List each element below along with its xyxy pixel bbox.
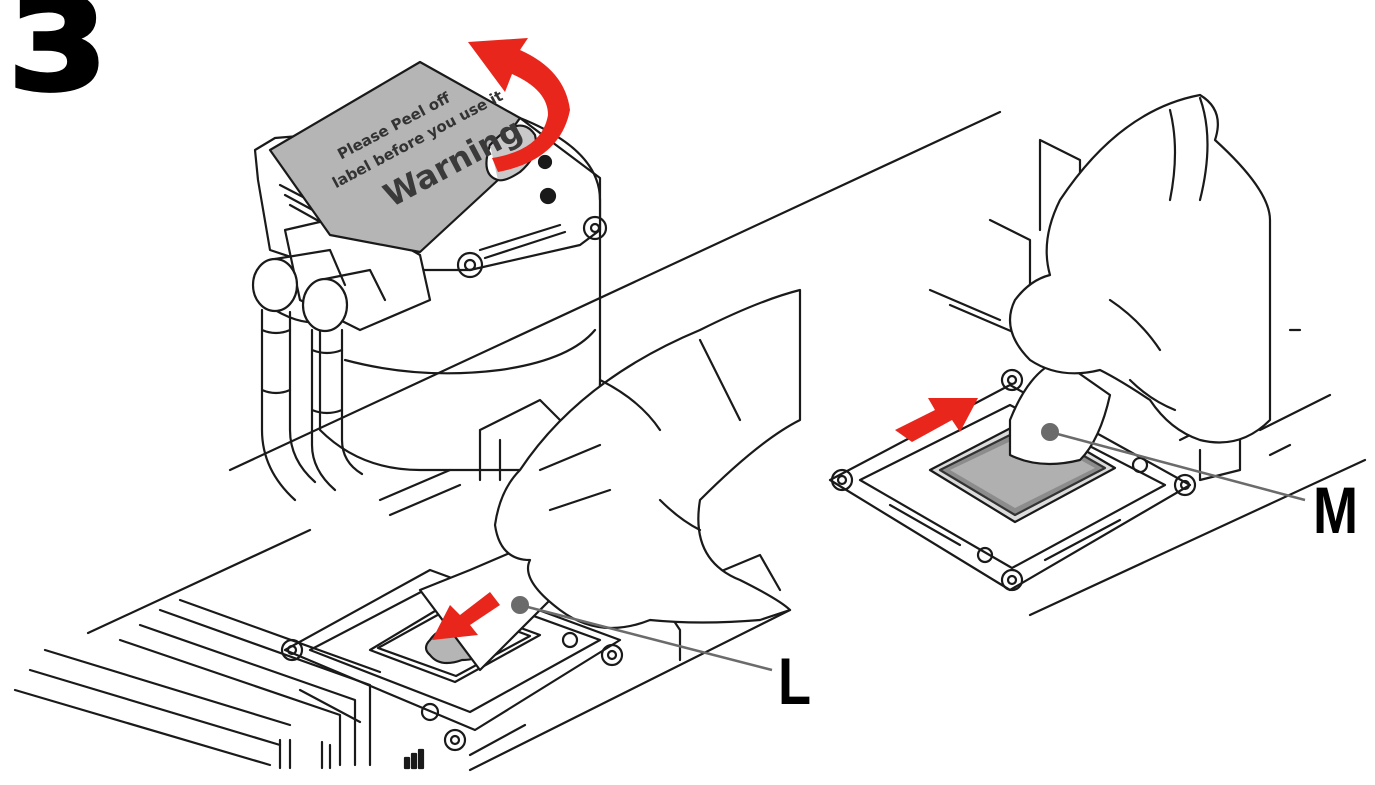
board-edge-line-right — [1028, 458, 1367, 617]
push-arrow-icon — [895, 398, 978, 442]
hand-right — [1008, 93, 1272, 466]
leader-line-m — [1049, 430, 1306, 502]
callout-label-l: L — [778, 644, 812, 718]
leader-line-l — [519, 603, 773, 672]
leader-dot-l — [511, 596, 529, 614]
leader-dot-m — [1041, 423, 1059, 441]
board-edge-line — [86, 528, 312, 635]
panel-divider-line — [228, 110, 1002, 472]
callout-label-m: M — [1313, 473, 1359, 547]
step-number: 3 — [6, 0, 110, 120]
board-edge-line-lower — [468, 608, 792, 772]
peel-arrow-icon — [468, 38, 570, 172]
spread-arrow-icon — [432, 592, 500, 640]
